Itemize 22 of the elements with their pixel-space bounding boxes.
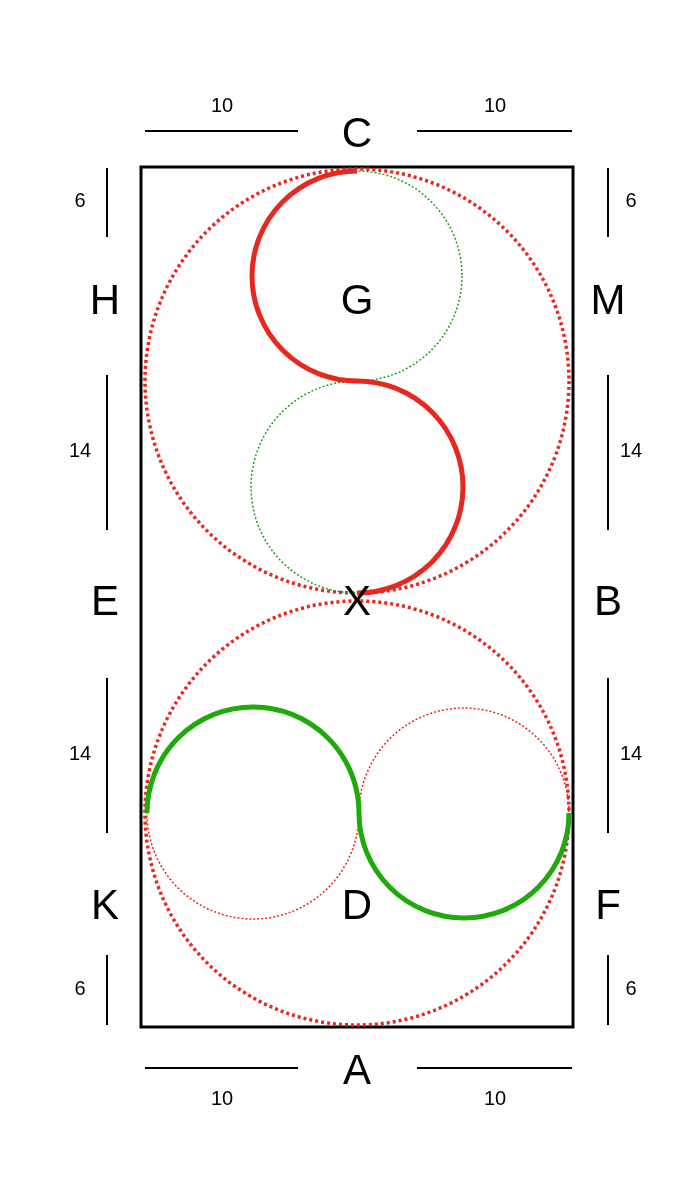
dimension-value: 14: [68, 440, 92, 460]
arena-letter: E: [91, 580, 119, 622]
dimension-value: 10: [210, 1088, 234, 1108]
dimension-value: 10: [210, 95, 234, 115]
dimension-value: 14: [619, 440, 643, 460]
arena-letter: G: [340, 279, 374, 321]
arena-letter: H: [89, 279, 121, 321]
dimension-value: 6: [625, 978, 637, 998]
dimension-value: 14: [68, 743, 92, 763]
arena-letter: A: [343, 1049, 371, 1091]
dimension-value: 6: [74, 190, 86, 210]
arena-letter: F: [595, 884, 621, 926]
dimension-value: 6: [625, 190, 637, 210]
dimension-value: 14: [619, 743, 643, 763]
arena-letter: B: [594, 580, 622, 622]
dimension-value: 10: [483, 1088, 507, 1108]
arena-letter: K: [91, 884, 119, 926]
arena-letter: D: [341, 884, 373, 926]
arena-letter: C: [341, 112, 373, 154]
arena-letter: M: [590, 279, 626, 321]
dimension-value: 10: [483, 95, 507, 115]
dimension-value: 6: [74, 978, 86, 998]
